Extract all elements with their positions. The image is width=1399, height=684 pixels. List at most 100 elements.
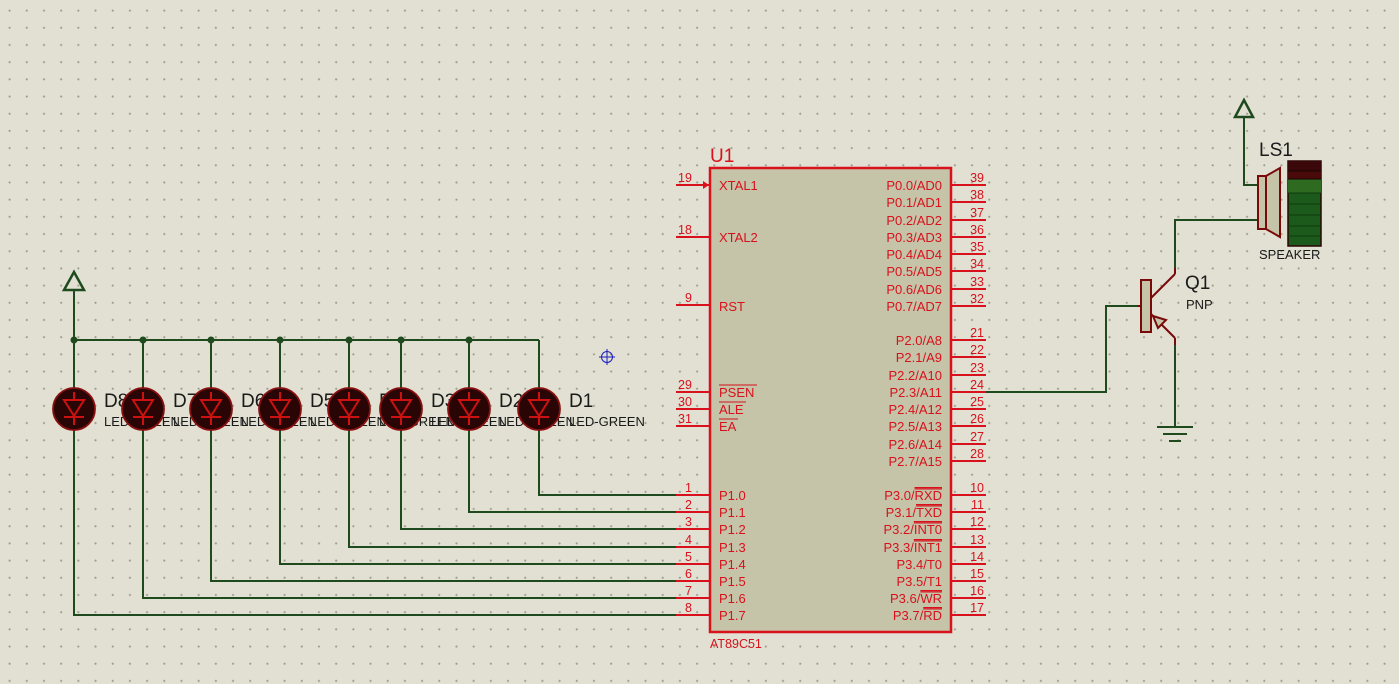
pin-number: 23 bbox=[970, 361, 984, 375]
pin-number: 3 bbox=[685, 515, 692, 529]
pin-number: 4 bbox=[685, 533, 692, 547]
pin-name: P1.2 bbox=[719, 522, 746, 537]
crosshair-cursor-icon bbox=[599, 349, 615, 365]
pin-number: 7 bbox=[685, 584, 692, 598]
pin-name: P3.1/TXD bbox=[886, 505, 942, 520]
speaker-level-bar bbox=[1287, 160, 1322, 247]
chip-left-pins: 19 XTAL1 18 XTAL2 9 RST 29 PSEN 30 ALE 3… bbox=[676, 171, 758, 623]
pin-number: 2 bbox=[685, 498, 692, 512]
pin-number: 19 bbox=[678, 171, 692, 185]
pin-name: P0.1/AD1 bbox=[886, 195, 942, 210]
pin-name: P3.0/RXD bbox=[884, 488, 942, 503]
pin-name: P0.2/AD2 bbox=[886, 213, 942, 228]
pin-name: P2.0/A8 bbox=[896, 333, 942, 348]
power-terminal-speaker[interactable] bbox=[1232, 97, 1256, 119]
pin-name: P1.6 bbox=[719, 591, 746, 606]
pin-number: 11 bbox=[971, 498, 984, 512]
pin-name: P2.1/A9 bbox=[896, 350, 942, 365]
pin-name: P1.0 bbox=[719, 488, 746, 503]
transistor-value-label: PNP bbox=[1186, 297, 1213, 312]
transistor-ref-label: Q1 bbox=[1185, 273, 1210, 294]
pin-number: 33 bbox=[970, 275, 984, 289]
pin-number: 10 bbox=[970, 481, 984, 495]
pin-name: P0.5/AD5 bbox=[886, 264, 942, 279]
speaker-ls1[interactable]: LS1 SPEAKER bbox=[1257, 140, 1322, 262]
pin-name: EA bbox=[719, 419, 737, 434]
pin-number: 12 bbox=[970, 515, 984, 529]
chip-body[interactable] bbox=[708, 166, 953, 634]
pin-number: 31 bbox=[678, 412, 692, 426]
pin-number: 14 bbox=[970, 550, 984, 564]
ground-terminal[interactable] bbox=[1157, 426, 1193, 442]
pin-name: P2.3/A11 bbox=[889, 385, 942, 400]
pin-name: P2.2/A10 bbox=[889, 368, 943, 383]
pin-number: 15 bbox=[970, 567, 984, 581]
wire-junctions bbox=[70, 336, 473, 344]
pin-number: 21 bbox=[970, 326, 984, 340]
pin-number: 35 bbox=[970, 240, 984, 254]
pin-number: 9 bbox=[685, 291, 692, 305]
pin-number: 32 bbox=[970, 292, 984, 306]
chip-part-label: AT89C51 bbox=[710, 637, 762, 651]
pin-number: 25 bbox=[970, 395, 984, 409]
led-ref-label: D1 bbox=[569, 391, 593, 412]
pin-number: 24 bbox=[970, 378, 984, 392]
pin-name: RST bbox=[719, 299, 745, 314]
pin-name: P0.0/AD0 bbox=[886, 178, 942, 193]
pin-name: XTAL1 bbox=[719, 178, 758, 193]
led-array: D8LED-GREEND7LED-GREEND6LED-GREEND5LED-G… bbox=[52, 387, 645, 431]
pin-name: P3.2/INT0 bbox=[883, 522, 942, 537]
pin-name: P1.4 bbox=[719, 557, 746, 572]
pin-number: 8 bbox=[685, 601, 692, 615]
led-value-label: LED-GREEN bbox=[569, 414, 645, 429]
pin-number: 38 bbox=[970, 188, 984, 202]
speaker-value-label: SPEAKER bbox=[1259, 247, 1320, 262]
pin-number: 22 bbox=[970, 343, 984, 357]
power-terminal-leds[interactable] bbox=[61, 269, 87, 292]
pin-name: P2.5/A13 bbox=[889, 419, 943, 434]
speaker-ref-label: LS1 bbox=[1259, 140, 1293, 161]
pin-number: 39 bbox=[970, 171, 984, 185]
pin-number: 18 bbox=[678, 223, 692, 237]
pin-name: P1.5 bbox=[719, 574, 746, 589]
pin-number: 13 bbox=[970, 533, 984, 547]
pin-name: P3.7/RD bbox=[893, 608, 942, 623]
pin-number: 5 bbox=[685, 550, 692, 564]
pin-number: 16 bbox=[970, 584, 984, 598]
pin-number: 30 bbox=[678, 395, 692, 409]
pin-number: 29 bbox=[678, 378, 692, 392]
wires bbox=[73, 117, 1258, 616]
pin-number: 17 bbox=[970, 601, 984, 615]
pin-name: PSEN bbox=[719, 385, 754, 400]
pin-name: P3.5/T1 bbox=[896, 574, 942, 589]
pin-number: 6 bbox=[685, 567, 692, 581]
pin-name: P0.3/AD3 bbox=[886, 230, 942, 245]
pin-name: XTAL2 bbox=[719, 230, 758, 245]
pin-name: P1.7 bbox=[719, 608, 746, 623]
pin-name: P3.6/WR bbox=[890, 591, 942, 606]
pin-number: 28 bbox=[970, 447, 984, 461]
pin-name: P2.6/A14 bbox=[889, 437, 943, 452]
pin-name: P1.3 bbox=[719, 540, 746, 555]
pin-number: 26 bbox=[970, 412, 984, 426]
transistor-q1[interactable]: Q1 PNP bbox=[1138, 268, 1213, 345]
pin-number: 36 bbox=[970, 223, 984, 237]
pin-number: 27 bbox=[970, 430, 984, 444]
chip-ref-label: U1 bbox=[710, 146, 734, 167]
pin-name: P0.4/AD4 bbox=[886, 247, 942, 262]
pin-name: P2.7/A15 bbox=[889, 454, 943, 469]
pin-number: 1 bbox=[685, 481, 692, 495]
pin-name: P3.4/T0 bbox=[896, 557, 942, 572]
pin-number: 34 bbox=[970, 257, 984, 271]
pin-name: P0.6/AD6 bbox=[886, 282, 942, 297]
pin-name: ALE bbox=[719, 402, 744, 417]
pin-name: P2.4/A12 bbox=[889, 402, 943, 417]
pin-name: P1.1 bbox=[719, 505, 746, 520]
pin-number: 37 bbox=[970, 206, 984, 220]
u1-microcontroller[interactable]: U1 AT89C51 19 XTAL1 18 XTAL2 9 RST 29 PS… bbox=[676, 146, 986, 651]
pin-name: P3.3/INT1 bbox=[883, 540, 942, 555]
pin-name: P0.7/AD7 bbox=[886, 299, 942, 314]
